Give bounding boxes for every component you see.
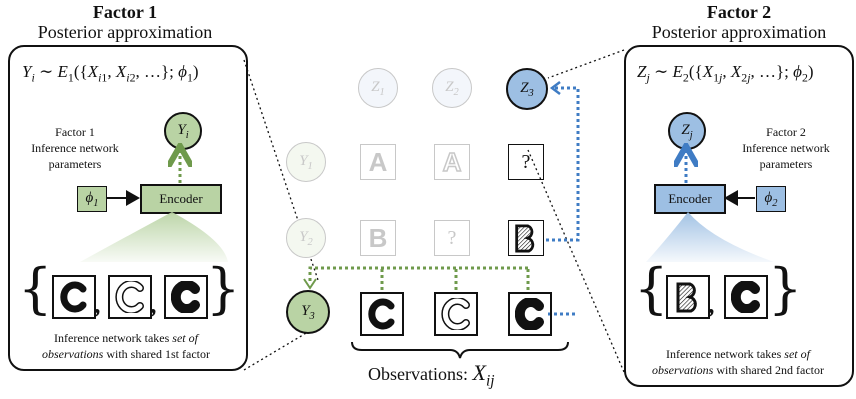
observations-symbol: Xij [472,360,495,390]
grid-cell-3-3 [508,292,552,336]
factor1-encoder-label: Encoder [159,191,203,206]
factor2-title-text: Factor 2 [706,2,772,22]
factor2-set-item-1 [666,275,710,319]
factor2-set-item-2 [724,275,768,319]
letter-c-hatched-icon [171,281,200,313]
grid-cell-2-3 [508,220,544,256]
factor1-set-item-1 [52,275,96,319]
grid-cell-1-1-glyph: A [368,146,388,177]
letter-b-hatched-icon [515,224,535,253]
factor2-params-label: Factor 2 Inference network parameters [728,124,844,172]
letter-c-outline-icon [115,281,144,313]
projection-line-factor2-bottom [527,149,625,373]
grid-cell-1-3: ? [508,144,544,180]
factor2-params-line3: parameters [759,157,813,171]
grid-y2-node: Y2 [286,218,326,258]
factor1-formula: Yi ∼ E1({Xi1, Xi2, …}; ϕ1) [22,62,199,85]
grid-z2-node: Z2 [432,68,472,108]
factor1-title: Factor 1 [15,2,235,22]
factor2-phi-box: ϕ2 [756,186,786,212]
letter-c-hatched-icon [515,298,544,330]
projection-line-factor2-top [547,49,625,79]
grid-z1-node: Z1 [358,68,398,108]
factor2-set-brace-left: { [634,257,669,320]
factor2-panel [624,45,854,387]
factor2-caption: Inference network takes set of observati… [628,346,848,378]
grid-cell-2-1-glyph: B [368,222,388,253]
factor2-title: Factor 2 [624,2,854,22]
factor1-caption-line2: observations with shared 1st factor [42,347,210,361]
factor1-subtitle: Posterior approximation [37,22,213,42]
factor1-caption-line1: Inference network takes set of [54,331,198,345]
factor1-yi-node: Yi [164,112,202,150]
factor2-params-line2: Inference network [742,141,830,155]
factor1-set-comma-2: , [150,290,157,319]
factor1-params-label: Factor 1 Inference network parameters [20,124,130,172]
z3-gather-arrow [546,86,580,316]
factor1-encoder-box: Encoder [140,184,222,214]
factor1-params-line1: Factor 1 [55,125,95,139]
grid-cell-3-2 [434,292,478,336]
factor2-caption-line1: Inference network takes set of [666,347,810,361]
factor1-set-item-3 [164,275,208,319]
grid-y1-node: Y1 [286,142,326,182]
grid-cell-1-2: A [434,144,470,180]
factor2-encoder-box: Encoder [654,184,726,214]
letter-c-bold-icon [368,298,395,330]
factor1-caption: Inference network takes set of observati… [14,330,238,362]
z3-gather-arrowhead [549,81,561,95]
grid-cell-1-2-glyph: A [442,146,462,178]
factor1-set-comma-1: , [94,290,101,319]
factor2-zj-node: Zj [668,112,706,150]
grid-cell-3-1 [360,292,404,336]
grid-cell-1-1: A [360,144,396,180]
factor2-set-comma-1: , [708,290,715,319]
observations-label-text: Observations: [368,364,468,384]
letter-c-bold-icon [60,281,87,313]
factor2-formula: Zj ∼ E2({X1j, X2j, …}; ϕ2) [637,62,814,85]
factor2-encoder-label: Encoder [668,191,712,206]
factor1-set-brace-left: { [18,257,53,320]
letter-c-hatched-icon [731,281,760,313]
factor1-set-brace-right: } [206,257,241,320]
factor1-title-text: Factor 1 [92,2,158,22]
observations-label: Observations: Xij [368,360,495,390]
grid-cell-2-2-glyph: ? [447,226,457,249]
factor1-set-item-2 [108,275,152,319]
factor2-params-line1: Factor 2 [766,125,806,139]
factor2-subtitle: Posterior approximation [651,22,827,42]
y3-gather-arrowhead [303,278,317,290]
letter-c-outline-icon [441,298,470,330]
grid-y3-node: Y3 [286,290,330,334]
grid-z3-node: Z3 [506,68,548,110]
grid-cell-2-2: ? [434,220,470,256]
observations-brace [351,341,569,359]
letter-b-hatched-icon [676,282,697,313]
factor1-params-line2: Inference network [31,141,119,155]
factor1-phi-box: ϕ1 [77,186,107,212]
factor2-caption-line2: observations with shared 2nd factor [652,363,824,377]
factor1-params-line3: parameters [48,157,102,171]
y3-gather-arrow [308,266,530,290]
factor2-set-brace-right: } [768,257,803,320]
grid-cell-1-3-glyph: ? [521,150,531,173]
grid-cell-2-1: B [360,220,396,256]
